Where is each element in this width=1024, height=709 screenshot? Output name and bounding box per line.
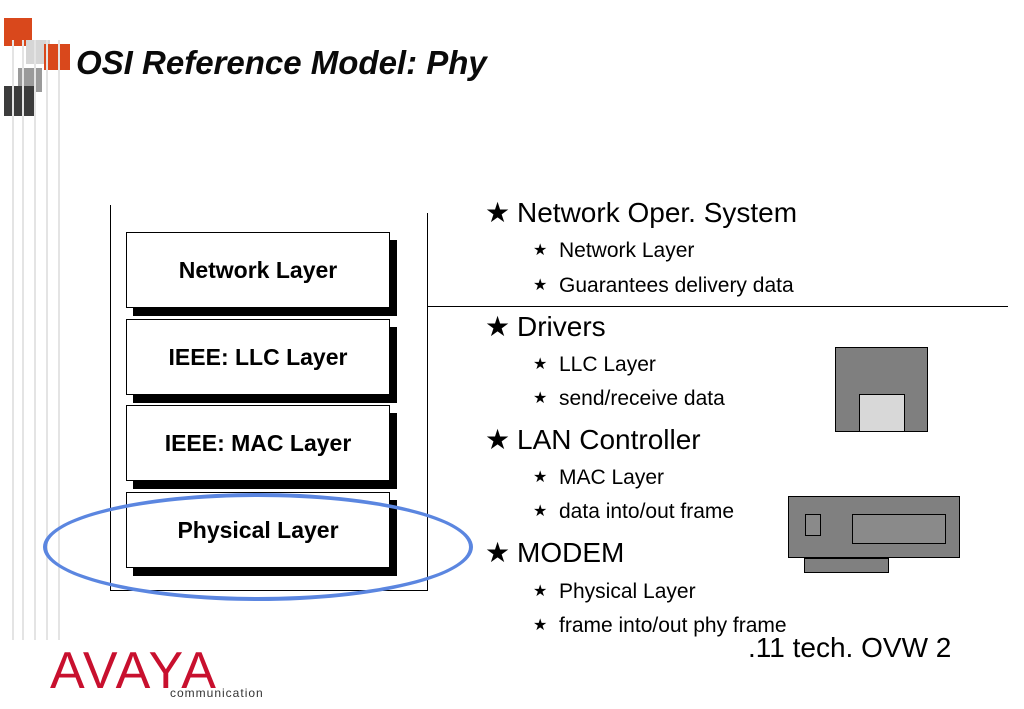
divider-line bbox=[428, 306, 1008, 307]
card-connector bbox=[804, 558, 889, 573]
sub-bullet-item: ★Physical Layer bbox=[533, 580, 696, 603]
bullet-item: ★Drivers bbox=[485, 311, 606, 342]
star-icon: ★ bbox=[533, 617, 548, 634]
avaya-logo: AVAYA communication bbox=[50, 642, 263, 700]
frame-line bbox=[110, 205, 111, 591]
footer-slide-label: .11 tech. OVW 2 bbox=[748, 632, 952, 663]
floppy-shutter bbox=[859, 394, 905, 432]
bullet-item: ★MODEM bbox=[485, 537, 625, 568]
logo-wordmark: AVAYA bbox=[50, 642, 218, 700]
star-icon: ★ bbox=[533, 469, 548, 486]
sub-bullet-item: ★MAC Layer bbox=[533, 466, 665, 489]
deco-line bbox=[22, 40, 24, 640]
sub-bullet-item: ★data into/out frame bbox=[533, 500, 735, 523]
deco-line bbox=[58, 40, 60, 640]
star-icon: ★ bbox=[533, 242, 548, 259]
deco-line bbox=[34, 40, 36, 640]
floppy-disk-icon bbox=[835, 347, 928, 432]
bullet-item: ★Network Oper. System bbox=[485, 197, 798, 228]
star-icon: ★ bbox=[533, 503, 548, 520]
card-port bbox=[805, 514, 821, 536]
card-chip bbox=[852, 514, 946, 544]
deco-line bbox=[46, 40, 48, 640]
bullet-item: ★LAN Controller bbox=[485, 424, 701, 455]
corner-square-dark bbox=[4, 86, 34, 116]
sub-bullet-item: ★Network Layer bbox=[533, 239, 695, 262]
deco-line bbox=[12, 40, 14, 640]
star-icon: ★ bbox=[533, 390, 548, 407]
logo-tagline: communication bbox=[170, 686, 264, 700]
sub-bullet-item: ★frame into/out phy frame bbox=[533, 614, 787, 637]
frame-line bbox=[427, 213, 428, 591]
sub-bullet-item: ★send/receive data bbox=[533, 387, 725, 410]
layer-box-network: Network Layer bbox=[126, 232, 390, 308]
star-icon: ★ bbox=[485, 197, 511, 228]
star-icon: ★ bbox=[485, 537, 511, 568]
corner-square-orange-mid bbox=[44, 44, 70, 70]
star-icon: ★ bbox=[533, 583, 548, 600]
sub-bullet-item: ★LLC Layer bbox=[533, 353, 656, 376]
star-icon: ★ bbox=[485, 311, 511, 342]
highlight-ellipse bbox=[43, 493, 473, 601]
slide-title: OSI Reference Model: Phy bbox=[76, 44, 487, 81]
star-icon: ★ bbox=[533, 277, 548, 294]
network-card-icon bbox=[788, 496, 960, 558]
layer-box-mac: IEEE: MAC Layer bbox=[126, 405, 390, 481]
star-icon: ★ bbox=[485, 424, 511, 455]
sub-bullet-item: ★Guarantees delivery data bbox=[533, 274, 794, 297]
layer-box-llc: IEEE: LLC Layer bbox=[126, 319, 390, 395]
star-icon: ★ bbox=[533, 356, 548, 373]
